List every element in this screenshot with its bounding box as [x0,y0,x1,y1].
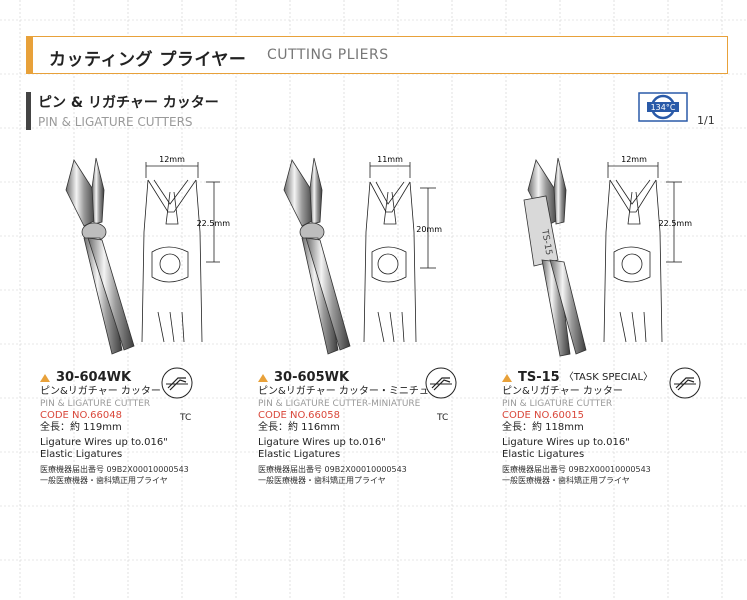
header-accent-bar [27,37,33,73]
product-2-info: 30-605WK ピン&リガチャー カッター・ミニチュア PIN & LIGAT… [258,370,439,486]
product-3-length: 全長：約 118mm [502,422,584,433]
product-3-engraving: TS-15 [539,228,554,256]
product-2-reg-1: 医療機器届出番号 09B2X00010000543 [258,465,407,474]
product-3-info: TS-15 〈TASK SPECIAL〉 ピン&リガチャー カッター PIN &… [502,370,653,486]
wire-cut-icon [161,367,193,399]
product-2-desc-1: Ligature Wires up to.016" [258,437,386,448]
section-title-en: PIN & LIGATURE CUTTERS [38,115,193,129]
warning-triangle-icon [40,374,50,382]
wire-cut-icon [669,367,701,399]
product-1-reg-2: 一般医療機器・歯科矯正用プライヤ [40,476,168,485]
product-2-reg-2: 一般医療機器・歯科矯正用プライヤ [258,476,386,485]
product-3-name-jp: ピン&リガチャー カッター [502,386,623,397]
product-2-dim-side: 20mm [416,225,442,234]
section-bar [26,92,31,130]
product-3-dim-top: 12mm [621,155,647,164]
product-3-reg-1: 医療機器届出番号 09B2X00010000543 [502,465,651,474]
product-1-code: CODE NO.66048 [40,410,122,421]
wire-cut-icon [425,367,457,399]
product-2-name-jp: ピン&リガチャー カッター・ミニチュア [258,386,439,397]
warning-triangle-icon [502,374,512,382]
product-1-pliers-image [65,157,135,355]
product-1-name-en: PIN & LIGATURE CUTTER [40,399,151,409]
product-3-dimension-diagram: 12mm 22.5mm [603,155,693,343]
header-banner: カッティング プライヤー CUTTING PLIERS [26,36,728,74]
product-3-desc-2: Elastic Ligatures [502,449,585,460]
product-1-tc-label: TC [180,413,192,423]
product-2-tc-label: TC [437,413,449,423]
product-2-length: 全長：約 116mm [258,422,340,433]
warning-triangle-icon [258,374,268,382]
product-3-desc-1: Ligature Wires up to.016" [502,437,630,448]
product-1-length: 全長：約 119mm [40,422,122,433]
product-1-model: 30-604WK [56,370,132,385]
product-3-dim-side: 22.5mm [659,219,693,228]
product-3-reg-2: 一般医療機器・歯科矯正用プライヤ [502,476,630,485]
header-title-en: CUTTING PLIERS [267,47,389,63]
product-3-name-en: PIN & LIGATURE CUTTER [502,399,613,409]
autoclave-label: 134°C [651,103,676,112]
product-2-pliers-image [283,157,351,355]
product-1-desc-2: Elastic Ligatures [40,449,123,460]
product-2-dimension-diagram: 11mm 20mm [363,155,442,343]
section-title-jp: ピン & リガチャー カッター [38,95,219,111]
product-2-name-en: PIN & LIGATURE CUTTER-MINIATURE [258,399,421,409]
product-3-model: TS-15 [518,370,560,385]
product-1-dim-top: 12mm [159,155,185,164]
header-title-jp: カッティング プライヤー [49,50,247,70]
product-1-desc-1: Ligature Wires up to.016" [40,437,168,448]
product-1-dim-side: 22.5mm [197,219,231,228]
product-1-info: 30-604WK ピン&リガチャー カッター PIN & LIGATURE CU… [40,370,189,486]
product-3-code: CODE NO.60015 [502,410,584,421]
product-2-title: 30-605WK [258,370,439,386]
autoclave-134c-icon: 134°C [638,92,688,122]
product-3-pliers-image: TS-15 [523,157,587,357]
product-3-title: TS-15 〈TASK SPECIAL〉 [502,370,653,386]
product-2-desc-2: Elastic Ligatures [258,449,341,460]
product-2-dim-top: 11mm [377,155,403,164]
product-1-title: 30-604WK [40,370,189,386]
product-2-model: 30-605WK [274,370,350,385]
product-2-code: CODE NO.66058 [258,410,340,421]
product-1-dimension-diagram: 12mm 22.5mm [141,155,231,343]
product-1-name-jp: ピン&リガチャー カッター [40,386,161,397]
page-number: 1/1 [697,114,715,127]
product-3-model-sub: 〈TASK SPECIAL〉 [563,372,654,383]
product-1-reg-1: 医療機器届出番号 09B2X00010000543 [40,465,189,474]
